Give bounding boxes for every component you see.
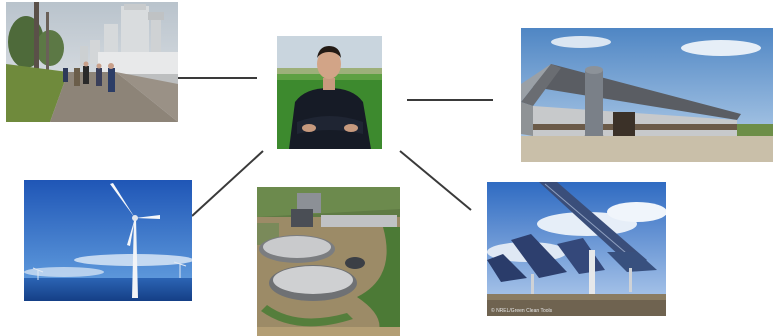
connector-solar — [399, 150, 472, 211]
farm-walk-photo — [6, 2, 178, 122]
biogas-plant-photo — [257, 187, 400, 336]
connector-wind — [191, 150, 264, 217]
solar-watermark: © NREL/Green Clean Tools — [491, 307, 553, 314]
center-portrait-photo — [277, 36, 382, 149]
solar-array-photo: © NREL/Green Clean Tools — [487, 182, 666, 316]
barn-photo — [521, 28, 773, 162]
wind-turbine-photo — [24, 180, 192, 301]
